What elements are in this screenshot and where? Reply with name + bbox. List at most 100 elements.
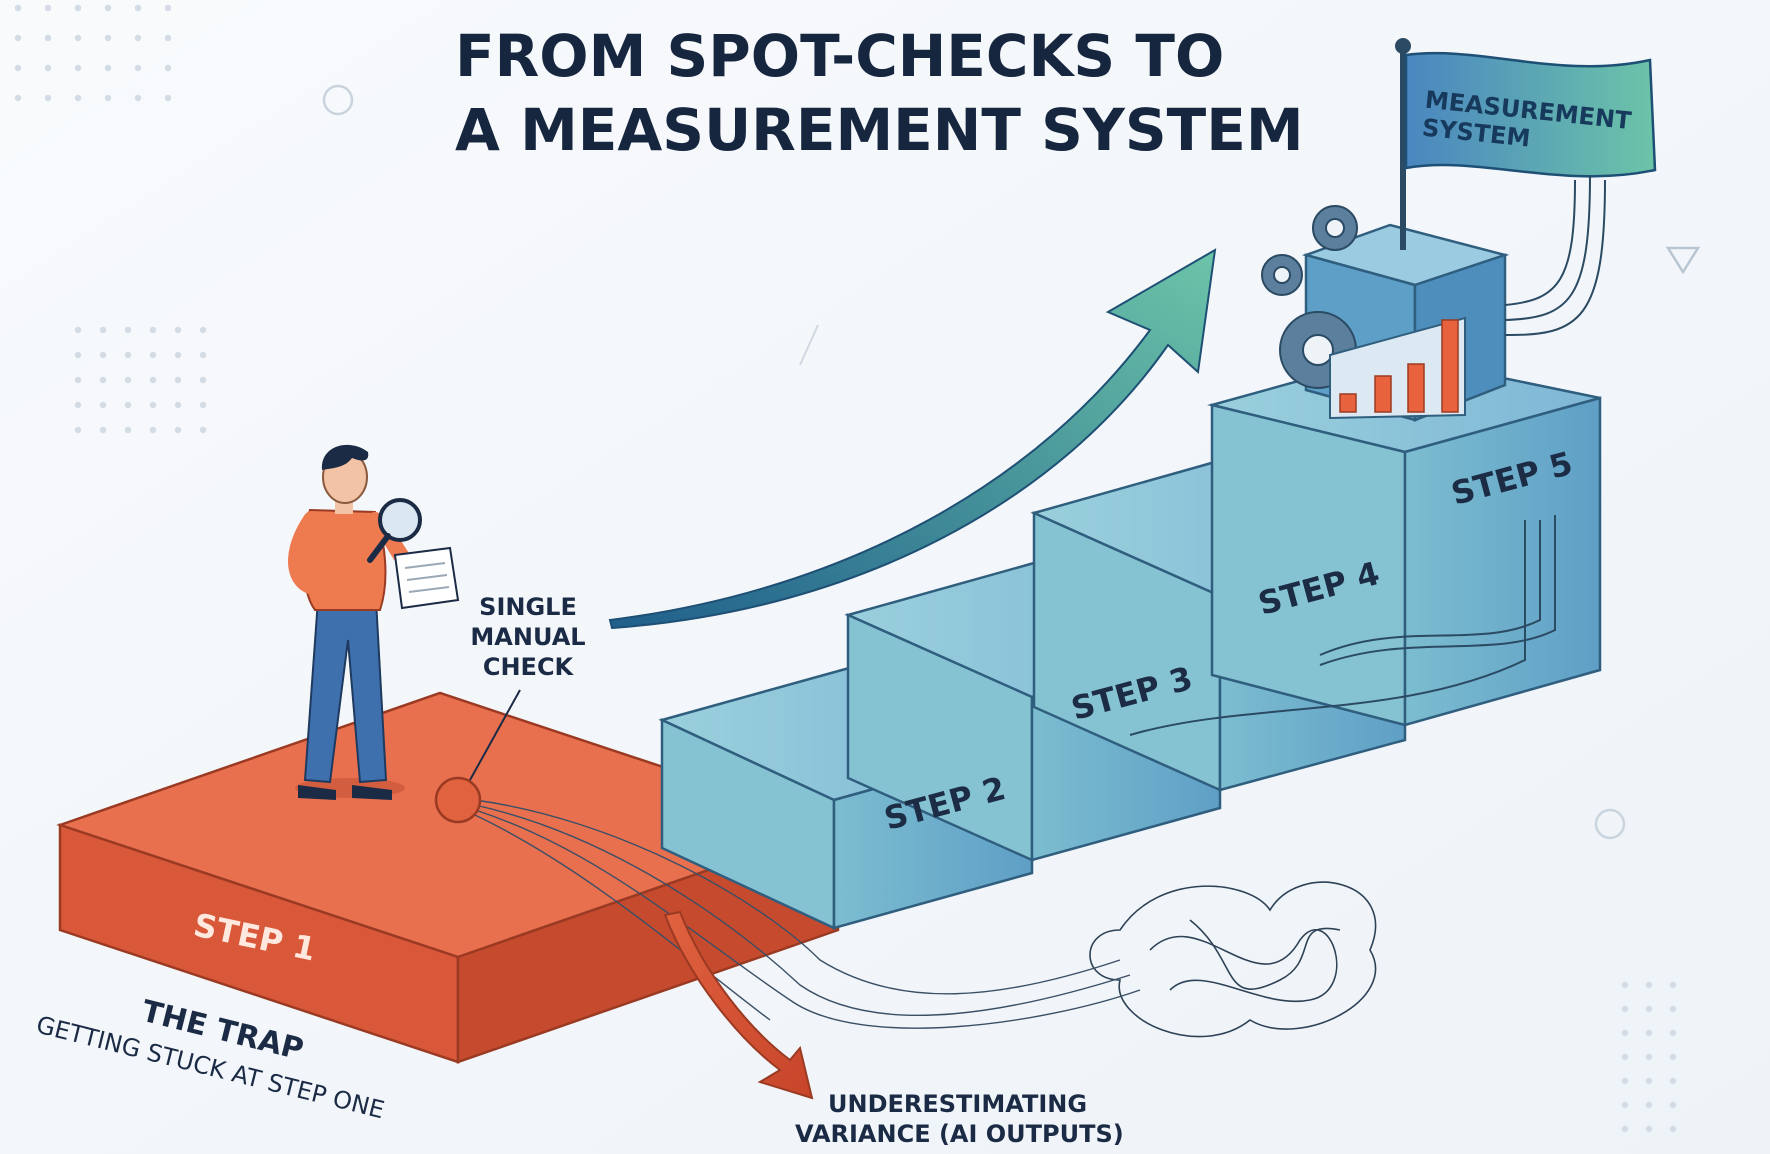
chart-bar	[1339, 393, 1357, 413]
decorative-circle-icon	[1594, 808, 1626, 840]
decorative-dot	[174, 376, 182, 384]
decorative-dot	[199, 401, 207, 409]
decorative-dot	[104, 4, 112, 12]
decorative-dot	[99, 376, 107, 384]
decorative-dot	[164, 4, 172, 12]
decorative-dot	[1645, 1029, 1653, 1037]
decorative-dot	[174, 326, 182, 334]
decorative-dot	[14, 34, 22, 42]
chart-bar	[1407, 363, 1425, 413]
chart-bar	[1374, 375, 1392, 413]
variance-line-2: VARIANCE (AI OUTPUTS)	[795, 1120, 1124, 1148]
bar-chart-icon	[1329, 316, 1466, 420]
decorative-dot	[74, 94, 82, 102]
decorative-dot	[134, 64, 142, 72]
decorative-dot	[44, 4, 52, 12]
decorative-dot	[149, 326, 157, 334]
title-line-1: FROM SPOT-CHECKS TO	[455, 22, 1224, 90]
decorative-dot	[149, 351, 157, 359]
decorative-dot	[1645, 1077, 1653, 1085]
decorative-dot	[1645, 1101, 1653, 1109]
decorative-dot	[164, 64, 172, 72]
decorative-dot	[149, 401, 157, 409]
flag-pole-tip	[1395, 38, 1411, 54]
decorative-circle-icon	[322, 84, 354, 116]
decorative-dot	[1621, 1125, 1629, 1133]
decorative-triangle-icon	[1665, 246, 1701, 275]
decorative-dot	[124, 426, 132, 434]
decorative-dot	[1621, 981, 1629, 989]
decorative-dot	[1669, 1053, 1677, 1061]
decorative-dot	[44, 34, 52, 42]
decorative-dot	[1621, 1101, 1629, 1109]
growth-arrow-icon	[608, 248, 1217, 630]
decorative-dot	[1669, 981, 1677, 989]
decorative-dot	[1645, 1053, 1653, 1061]
red-down-arrow-icon	[663, 910, 814, 1100]
decorative-dot	[1669, 1101, 1677, 1109]
decorative-dot	[149, 376, 157, 384]
decorative-dot	[149, 426, 157, 434]
decorative-dot	[174, 351, 182, 359]
decorative-dot	[1621, 1053, 1629, 1061]
callout-line-1: SINGLE	[479, 593, 577, 621]
decorative-dot	[14, 94, 22, 102]
decorative-dot	[1669, 1029, 1677, 1037]
decorative-dot	[199, 351, 207, 359]
decorative-dot	[199, 326, 207, 334]
decorative-dot	[99, 426, 107, 434]
decorative-dot	[44, 64, 52, 72]
decorative-dot	[1645, 1005, 1653, 1013]
circuit-lines	[1129, 174, 1606, 736]
decorative-dot	[1621, 1077, 1629, 1085]
decorative-dot	[104, 34, 112, 42]
flag-icon	[1404, 51, 1657, 178]
decorative-dot	[104, 64, 112, 72]
decorative-dot	[174, 401, 182, 409]
decorative-dot	[124, 376, 132, 384]
decorative-dot	[99, 351, 107, 359]
decorative-dot	[1645, 981, 1653, 989]
decorative-dot	[164, 94, 172, 102]
decorative-dot	[14, 64, 22, 72]
decorative-dot	[1645, 1125, 1653, 1133]
title-line-2: A MEASUREMENT SYSTEM	[455, 96, 1304, 164]
decorative-dot	[104, 94, 112, 102]
decorative-dot	[74, 376, 82, 384]
decorative-dot	[99, 326, 107, 334]
ball-icon	[434, 776, 482, 824]
decorative-dot	[164, 34, 172, 42]
decorative-dot	[74, 34, 82, 42]
decorative-dot	[74, 426, 82, 434]
decorative-dot	[74, 64, 82, 72]
decorative-dot	[174, 426, 182, 434]
decorative-dot	[1669, 1125, 1677, 1133]
decorative-dot	[199, 376, 207, 384]
decorative-dot	[74, 351, 82, 359]
person-inspecting-icon	[288, 444, 460, 800]
decorative-dot	[1669, 1077, 1677, 1085]
decorative-dot	[1621, 1029, 1629, 1037]
decorative-dot	[1669, 1005, 1677, 1013]
decorative-dot	[134, 94, 142, 102]
decorative-line	[799, 324, 819, 366]
scribble-cloud-icon	[1089, 881, 1377, 1038]
decorative-dot	[134, 4, 142, 12]
decorative-dots	[14, 4, 1677, 1133]
decorative-dot	[44, 94, 52, 102]
decorative-dot	[124, 351, 132, 359]
variance-flow-lines	[474, 799, 1141, 1029]
step-1-block	[56, 691, 842, 1064]
decorative-dot	[124, 326, 132, 334]
variance-line-1: UNDERESTIMATING	[828, 1090, 1087, 1118]
decorative-dot	[124, 401, 132, 409]
decorative-dot	[74, 401, 82, 409]
decorative-dot	[74, 326, 82, 334]
callout-line-2: MANUAL	[470, 623, 585, 651]
decorative-dot	[199, 426, 207, 434]
decorative-dot	[74, 4, 82, 12]
decorative-dot	[1621, 1005, 1629, 1013]
callout-line-3: CHECK	[483, 653, 575, 681]
